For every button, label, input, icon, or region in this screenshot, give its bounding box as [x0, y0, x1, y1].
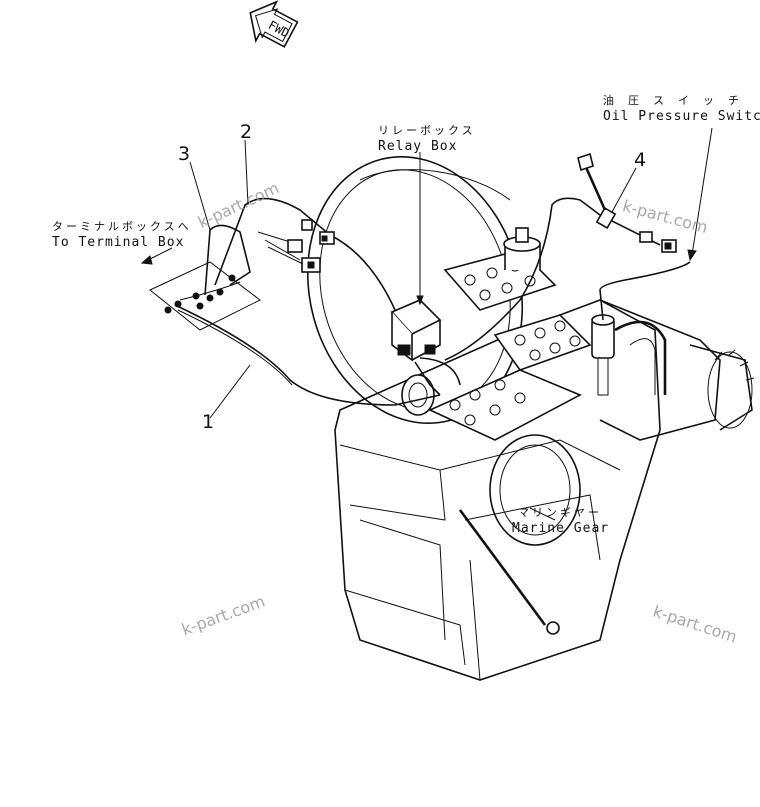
wiring-harness: [149, 152, 691, 406]
marine-gear-label-en: Marine Gear: [512, 521, 609, 536]
oil-pressure-switch-label-en: Oil Pressure Switch: [603, 109, 760, 124]
terminal-box-label-jp: ターミナルボックスへ: [52, 220, 192, 233]
terminal-box-label-en: To Terminal Box: [52, 235, 184, 250]
callout-2: 2: [240, 121, 252, 143]
callout-3: 3: [178, 143, 190, 165]
callout-4: 4: [634, 149, 646, 171]
fwd-arrow-icon: FWD: [249, 0, 299, 48]
relay-box-label-en: Relay Box: [378, 139, 457, 154]
marine-gear-label-jp: マリンギヤー: [518, 506, 602, 519]
relay-box-label-jp: リレーボックス: [378, 124, 476, 137]
leader-lines: [140, 127, 713, 521]
callout-1: 1: [202, 411, 214, 433]
oil-pressure-switch-label-jp: 油圧スイッチ: [603, 93, 753, 107]
watermark: k-part.com: [621, 196, 710, 237]
watermark: k-part.com: [179, 592, 267, 640]
marine-gear-drawing: [306, 155, 755, 681]
watermark: k-part.com: [651, 601, 740, 646]
